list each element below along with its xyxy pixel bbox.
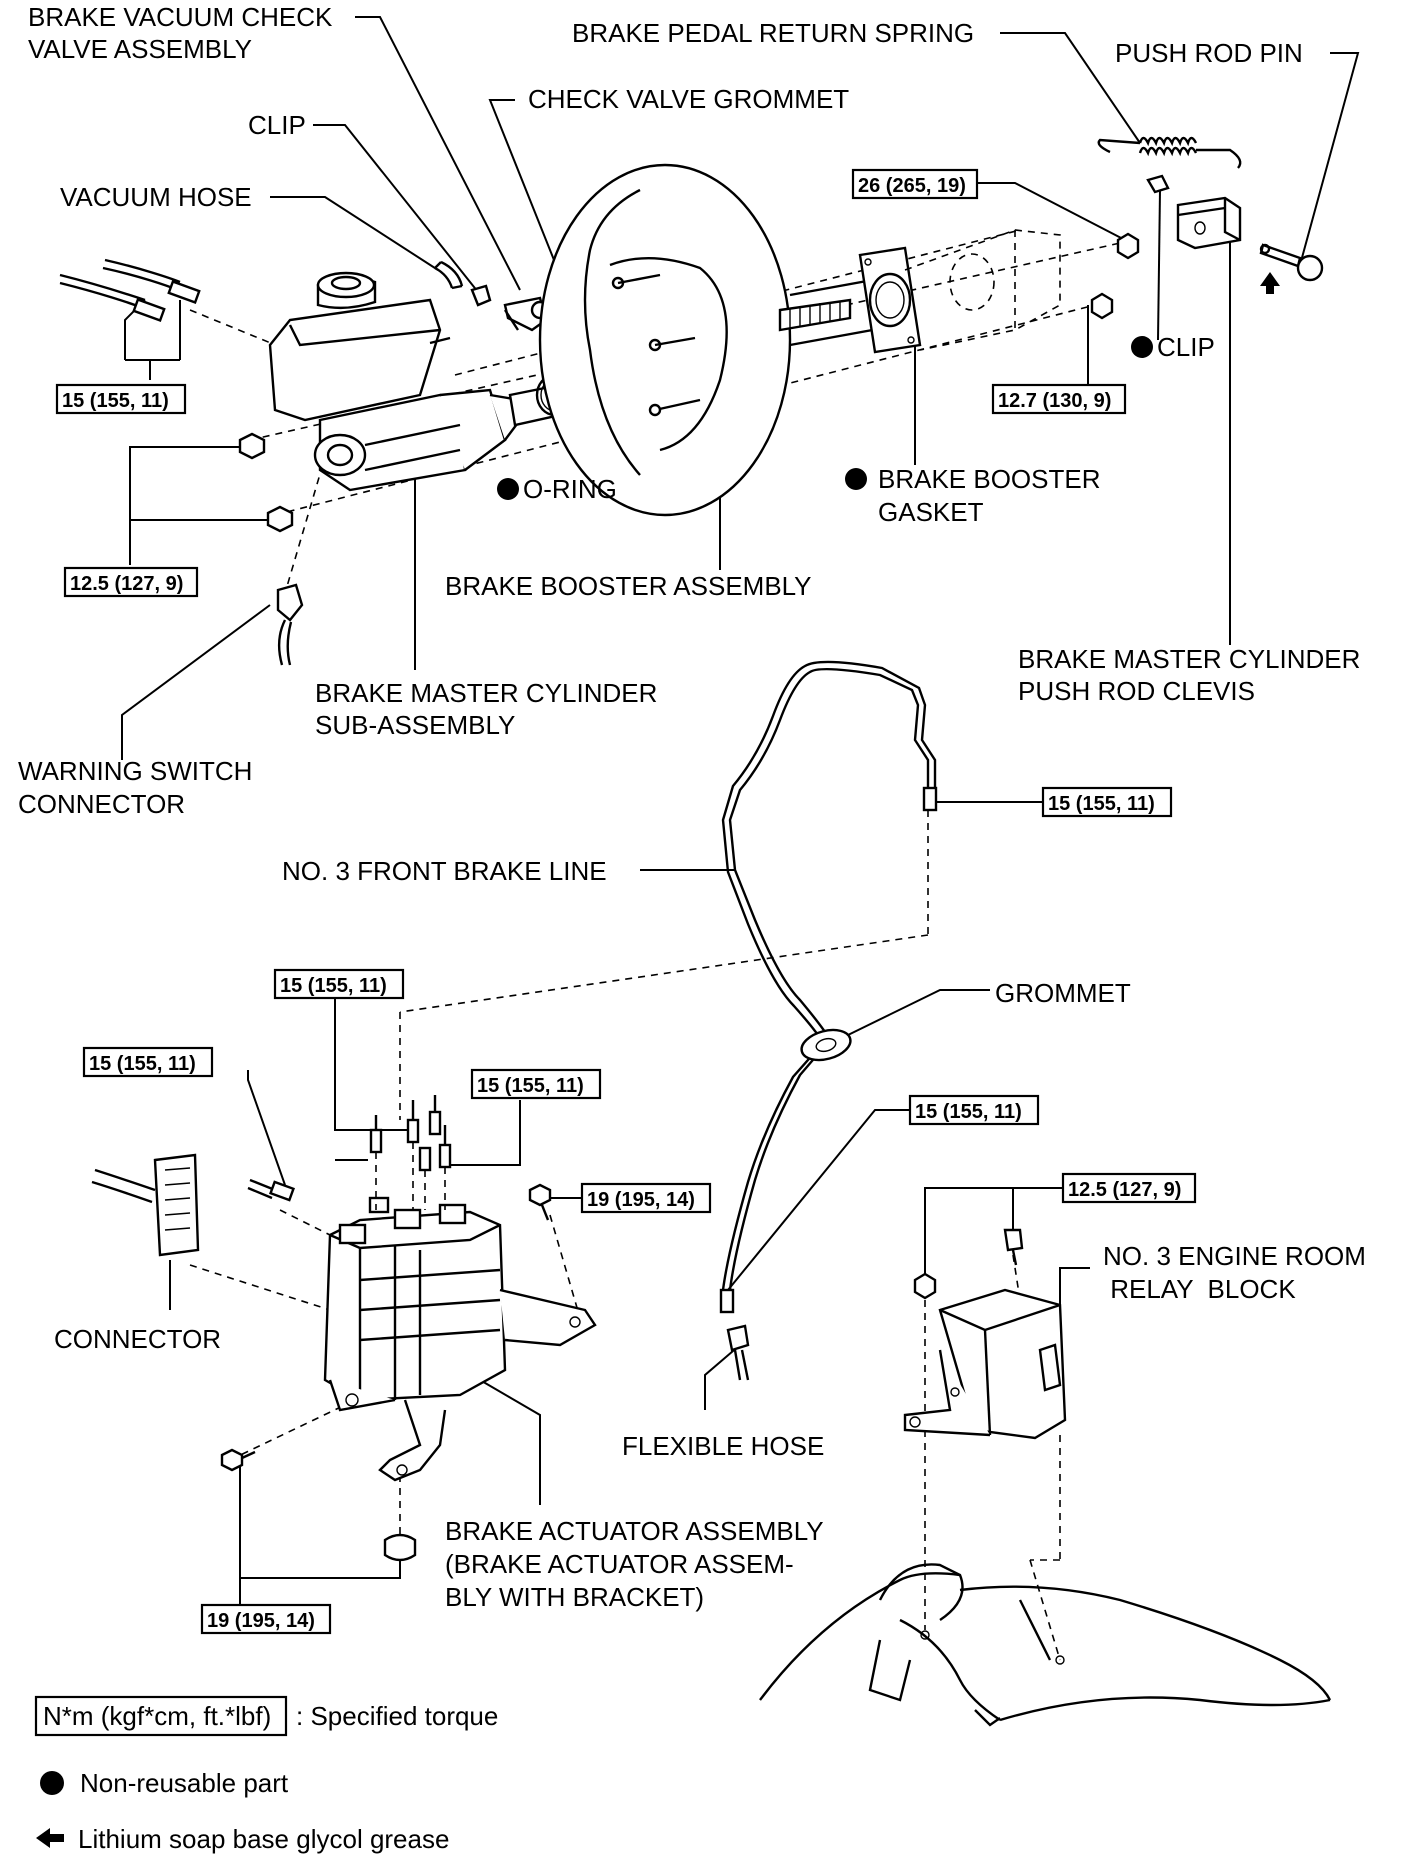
legend-torque-text: : Specified torque (296, 1701, 498, 1731)
label-warning-switch-connector-1: WARNING SWITCH (18, 756, 252, 786)
label-engine-room-relay-block-2: RELAY BLOCK (1103, 1274, 1296, 1304)
non-reusable-marker-clip (1131, 336, 1153, 358)
legend-torque-units: N*m (kgf*cm, ft.*lbf) (43, 1701, 271, 1731)
torque-master-nuts: 12.5 (127, 9) (70, 573, 183, 595)
label-check-valve-grommet: CHECK VALVE GROMMET (528, 84, 849, 114)
actuator-line-fittings (247, 1095, 452, 1210)
brake-booster-gasket-part (858, 246, 922, 354)
torque-actuator-right: 15 (155, 11) (477, 1075, 584, 1097)
clip-top-part (470, 284, 492, 307)
push-rod-clevis-part (1176, 196, 1242, 250)
label-connector: CONNECTOR (54, 1324, 221, 1354)
label-clip-top: CLIP (248, 110, 306, 140)
torque-actuator-top: 15 (155, 11) (280, 975, 387, 997)
brake-booster-part (538, 163, 901, 517)
label-brake-actuator-assembly-2: (BRAKE ACTUATOR ASSEM- (445, 1549, 794, 1579)
label-flexible-hose: FLEXIBLE HOSE (622, 1431, 824, 1461)
label-master-cylinder-2: SUB-ASSEMBLY (315, 710, 515, 740)
actuator-bolts (220, 1183, 552, 1562)
torque-front-line-top: 15 (155, 11) (1048, 793, 1155, 815)
clip-part (1146, 174, 1170, 194)
no3-front-brake-line-part (719, 660, 938, 1314)
vacuum-hose-part (434, 260, 464, 290)
legend-grease-arrow-icon (36, 1828, 64, 1848)
torque-relay-block: 12.5 (127, 9) (1068, 1179, 1181, 1201)
non-reusable-marker-o-ring (497, 478, 519, 500)
return-spring-part (1097, 136, 1242, 169)
master-cylinder-sub-assembly (268, 271, 567, 492)
master-cylinder-nuts (238, 432, 294, 533)
brake-actuator-part (323, 1196, 597, 1482)
torque-boxes: 26 (265, 19) 12.7 (130, 9) 15 (155, 11) … (55, 168, 1197, 1635)
flexible-hose-part (726, 1324, 750, 1381)
body-panel-outline (759, 1563, 1332, 1727)
label-brake-booster-assembly: BRAKE BOOSTER ASSEMBLY (445, 571, 812, 601)
label-brake-vacuum-check-valve-2: VALVE ASSEMBLY (28, 34, 252, 64)
label-brake-vacuum-check-valve-1: BRAKE VACUUM CHECK (28, 2, 333, 32)
torque-master-lines: 15 (155, 11) (62, 390, 169, 412)
label-clip-right: CLIP (1157, 332, 1215, 362)
label-brake-pedal-return-spring: BRAKE PEDAL RETURN SPRING (572, 18, 974, 48)
non-reusable-markers (497, 336, 1153, 500)
label-brake-actuator-assembly-1: BRAKE ACTUATOR ASSEMBLY (445, 1516, 824, 1546)
firewall-outline (904, 229, 1061, 351)
torque-actuator-bolt-lower: 19 (195, 14) (207, 1610, 315, 1632)
label-master-cylinder-1: BRAKE MASTER CYLINDER (315, 678, 657, 708)
torque-booster-nut-lower: 12.7 (130, 9) (998, 390, 1111, 412)
label-push-rod-clevis-1: BRAKE MASTER CYLINDER (1018, 644, 1360, 674)
label-warning-switch-connector-2: CONNECTOR (18, 789, 185, 819)
torque-flexible-hose-line: 15 (155, 11) (915, 1101, 1022, 1123)
relay-block-part (903, 1228, 1067, 1440)
legend-non-reusable-dot (40, 1771, 64, 1795)
brake-lines-top (59, 258, 201, 322)
label-brake-booster-gasket-2: GASKET (878, 497, 984, 527)
push-rod-pin-part (1259, 243, 1324, 294)
label-vacuum-hose: VACUUM HOSE (60, 182, 252, 212)
label-o-ring: O-RING (523, 474, 617, 504)
label-front-brake-line: NO. 3 FRONT BRAKE LINE (282, 856, 607, 886)
actuator-connector-part (91, 1153, 200, 1257)
legend-grease-text: Lithium soap base glycol grease (78, 1824, 449, 1854)
label-push-rod-pin: PUSH ROD PIN (1115, 38, 1303, 68)
warning-switch-connector-part (276, 583, 304, 666)
grommet-part (800, 1028, 852, 1062)
label-grommet: GROMMET (995, 978, 1131, 1008)
torque-actuator-left: 15 (155, 11) (89, 1053, 196, 1075)
legend: N*m (kgf*cm, ft.*lbf) : Specified torque… (34, 1695, 498, 1854)
booster-nuts (1090, 232, 1140, 320)
legend-non-reusable-text: Non-reusable part (80, 1768, 289, 1798)
label-engine-room-relay-block-1: NO. 3 ENGINE ROOM (1103, 1241, 1366, 1271)
torque-booster-nut-upper: 26 (265, 19) (858, 175, 966, 197)
torque-actuator-bolt-upper: 19 (195, 14) (587, 1189, 695, 1211)
non-reusable-marker-gasket (845, 468, 867, 490)
label-push-rod-clevis-2: PUSH ROD CLEVIS (1018, 676, 1255, 706)
label-brake-actuator-assembly-3: BLY WITH BRACKET) (445, 1582, 704, 1612)
part-labels: BRAKE VACUUM CHECK VALVE ASSEMBLY BRAKE … (18, 2, 1366, 1612)
label-brake-booster-gasket-1: BRAKE BOOSTER (878, 464, 1101, 494)
